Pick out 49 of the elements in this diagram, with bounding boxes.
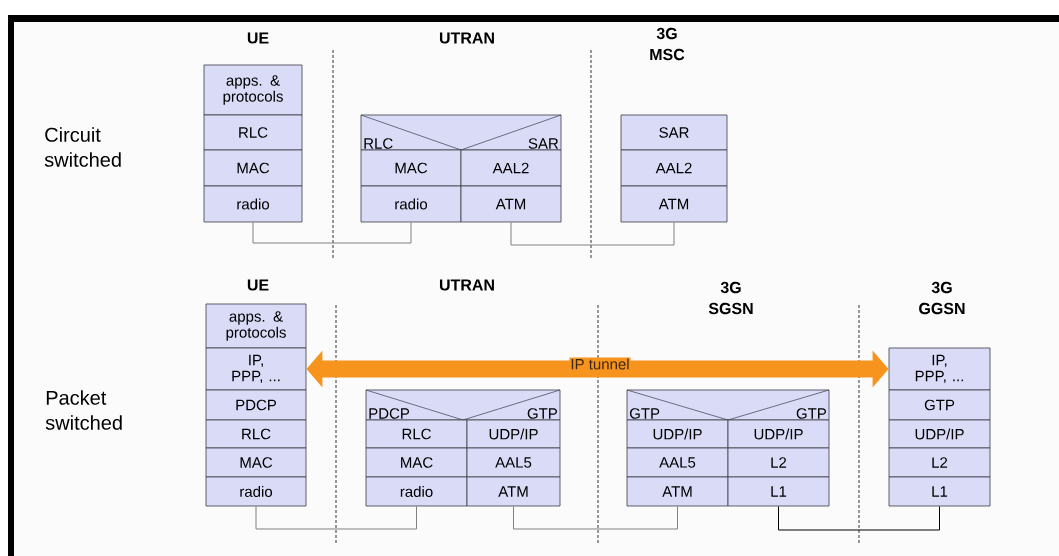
layer-box: radio (360, 185, 462, 223)
layer-box: radio (203, 185, 303, 223)
layer-box: RLC (203, 114, 303, 151)
layer-box: ATM (466, 476, 561, 507)
row-heading: Circuit switched (44, 127, 121, 167)
layer-box: ATM (626, 476, 729, 507)
layer-box: GTP (888, 389, 991, 421)
edge-label: IP tunnel (569, 357, 631, 371)
column-heading: 3G MSC (650, 27, 685, 61)
layer-box: MAC (360, 149, 462, 187)
layer-box: UDP/IP (727, 419, 830, 449)
layer-box: RLC (205, 419, 307, 449)
layer-box: UDP/IP (888, 419, 991, 449)
layer-box: AAL5 (626, 447, 729, 478)
layer-box: L1 (727, 476, 830, 507)
connector-line (513, 505, 678, 530)
layer-box: SAR (620, 114, 728, 151)
column-heading: 3G SGSN (708, 281, 753, 315)
split-layer-box: RLC SAR (360, 114, 562, 151)
layer-box: radio (365, 476, 468, 507)
layer-box: L2 (727, 447, 830, 478)
layer-box: MAC (203, 149, 303, 187)
layer-box: MAC (205, 447, 307, 478)
layer-box: ATM (460, 185, 562, 223)
layer-box: IP, PPP, ... (205, 347, 307, 391)
layer-box: AAL2 (620, 149, 728, 187)
layer-box: apps. & protocols (205, 303, 307, 349)
layer-box: AAL2 (460, 149, 562, 187)
connector-line (778, 505, 940, 531)
connector-line (252, 221, 412, 244)
layer-box: RLC (365, 419, 468, 449)
layer-box: MAC (365, 447, 468, 478)
layer-box: UDP/IP (466, 419, 561, 449)
layer-box: AAL5 (466, 447, 561, 478)
layer-box: IP, PPP, ... (888, 347, 991, 391)
connector-line (510, 221, 675, 246)
layer-box: ATM (620, 185, 728, 223)
layer-box: L2 (888, 447, 991, 478)
layer-box: PDCP (205, 389, 307, 421)
column-heading: UE (247, 32, 269, 44)
column-heading: UTRAN (439, 279, 494, 291)
layer-box: L1 (888, 476, 991, 507)
layer-box: apps. & protocols (203, 64, 303, 116)
layer-box: UDP/IP (626, 419, 729, 449)
column-heading: UTRAN (439, 32, 494, 44)
row-heading: Packet switched (45, 390, 122, 430)
layer-box: radio (205, 476, 307, 507)
column-heading: 3G GGSN (919, 281, 965, 315)
connector-line (255, 505, 417, 530)
